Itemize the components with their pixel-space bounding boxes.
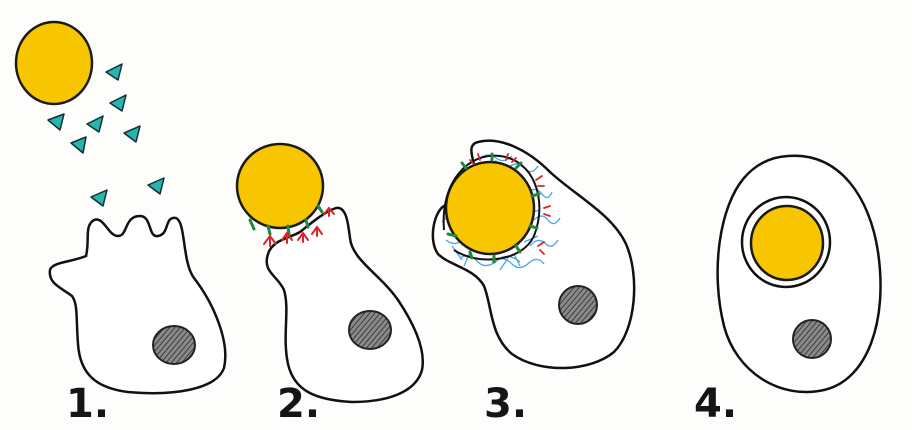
nucleus-hatched-icon	[793, 320, 831, 358]
opsonin-triangle-icon	[110, 95, 126, 111]
opsonin-triangle-icon	[48, 114, 64, 130]
step-2-panel	[237, 144, 423, 402]
opsonin-triangle-icon	[91, 190, 107, 206]
step-3-particle	[446, 162, 534, 254]
step-2-particle	[237, 144, 323, 228]
step-2-label: 2.	[277, 382, 320, 426]
opsonin-triangle-icon	[124, 126, 140, 142]
step-3-label: 3.	[484, 382, 527, 426]
opsonin-triangle-icon	[148, 178, 164, 194]
opsonin-triangle-icon	[106, 64, 122, 80]
step-1-cell	[50, 216, 225, 393]
nucleus-hatched-icon	[153, 326, 195, 364]
step-1-label: 1.	[66, 382, 109, 426]
step-4-particle	[751, 206, 823, 280]
opsonin-triangle-icon	[71, 137, 86, 153]
opsonin-triangle-icon	[87, 116, 103, 132]
nucleus-hatched-icon	[349, 311, 391, 349]
step-1-panel	[16, 22, 225, 393]
step-4-panel	[718, 156, 881, 392]
step-4-label: 4.	[694, 382, 737, 426]
nucleus-hatched-icon	[559, 286, 597, 324]
step-3-panel	[433, 141, 634, 368]
step-1-particle	[16, 22, 92, 104]
